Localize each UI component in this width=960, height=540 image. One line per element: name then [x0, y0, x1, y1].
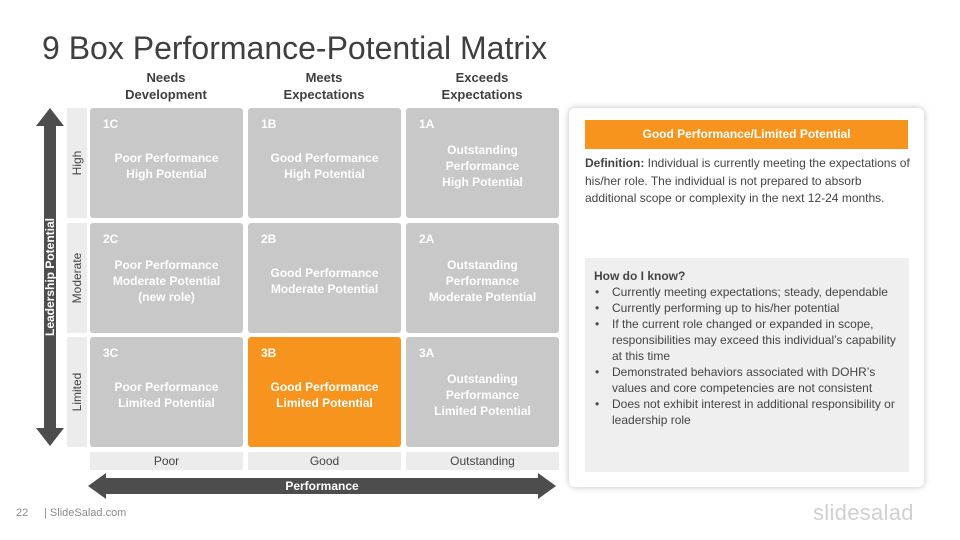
cell-description: Poor Performance Limited Potential — [114, 380, 219, 410]
matrix-cell-2b[interactable]: 2B Good Performance Moderate Potential — [248, 223, 401, 333]
cell-description: Good Performance Moderate Potential — [270, 266, 379, 296]
cell-description: Poor Performance High Potential — [114, 151, 219, 181]
cell-code: 3B — [261, 346, 277, 360]
column-header-line: Meets — [305, 70, 343, 85]
definition-body: Individual is currently meeting the expe… — [585, 156, 910, 205]
cell-code: 2A — [419, 232, 435, 246]
how-do-i-know-title: How do I know? — [594, 269, 686, 283]
performance-arrow-icon — [88, 473, 556, 499]
matrix-cell-2a[interactable]: 2A Outstanding Performance Moderate Pote… — [406, 223, 559, 333]
list-item: If the current role changed or expanded … — [594, 316, 899, 364]
definition-text: Definition: Individual is currently meet… — [585, 155, 911, 208]
column-header-line: Expectations — [283, 87, 365, 102]
how-do-i-know-box: How do I know? Currently meeting expecta… — [585, 258, 909, 472]
footer-site-link[interactable]: | SlideSalad.com — [44, 507, 127, 519]
column-header-line: Development — [125, 87, 207, 102]
column-footer-outstanding: Outstanding — [406, 452, 559, 470]
slidesalad-logo: slidesalad — [813, 500, 914, 525]
cell-code: 2B — [261, 232, 277, 246]
row-label-text: Moderate — [70, 252, 84, 304]
matrix-cell-1b[interactable]: 1B Good Performance High Potential — [248, 108, 401, 218]
list-item: Does not exhibit interest in additional … — [594, 396, 899, 428]
definition-label: Definition: — [585, 156, 645, 170]
row-label-moderate: Moderate — [67, 223, 87, 333]
matrix-cell-2c[interactable]: 2C Poor Performance Moderate Potential (… — [90, 223, 243, 333]
cell-description: Good Performance Limited Potential — [270, 380, 379, 410]
list-item: Demonstrated behaviors associated with D… — [594, 364, 899, 396]
column-footer-poor: Poor — [90, 452, 243, 470]
matrix-cell-1a[interactable]: 1A Outstanding Performance High Potentia… — [406, 108, 559, 218]
row-label-limited: Limited — [67, 337, 87, 447]
list-item: Currently meeting expectations; steady, … — [594, 284, 899, 300]
column-header-line: Needs — [146, 70, 186, 85]
cell-description: Poor Performance Moderate Potential (new… — [112, 258, 221, 304]
matrix-cell-3b[interactable]: 3B Good Performance Limited Potential — [248, 337, 401, 447]
list-item: Currently performing up to his/her poten… — [594, 300, 899, 316]
cell-description: Good Performance High Potential — [270, 151, 379, 181]
cell-code: 1B — [261, 117, 277, 131]
panel-heading: Good Performance/Limited Potential — [585, 120, 908, 149]
row-label-high: High — [67, 108, 87, 218]
cell-code: 2C — [103, 232, 119, 246]
leadership-potential-arrow-icon — [36, 108, 64, 446]
column-header-line: Expectations — [441, 87, 523, 102]
column-header-line: Exceeds — [455, 70, 509, 85]
column-header-exceeds-expectations: Exceeds Expectations — [406, 69, 558, 103]
matrix-cell-3a[interactable]: 3A Outstanding Performance Limited Poten… — [406, 337, 559, 447]
detail-panel: Good Performance/Limited Potential Defin… — [569, 108, 924, 487]
column-header-needs-development: Needs Development — [90, 69, 242, 103]
cell-description: Outstanding Performance Moderate Potenti… — [428, 258, 537, 304]
horizontal-axis-label: Performance — [285, 479, 359, 493]
row-label-text: Limited — [70, 372, 84, 412]
page-number: 22 — [16, 507, 29, 519]
cell-code: 1C — [103, 117, 119, 131]
column-header-meets-expectations: Meets Expectations — [248, 69, 400, 103]
cell-code: 1A — [419, 117, 435, 131]
cell-code: 3A — [419, 346, 435, 360]
criteria-list: Currently meeting expectations; steady, … — [594, 284, 899, 428]
matrix-cell-3c[interactable]: 3C Poor Performance Limited Potential — [90, 337, 243, 447]
cell-description: Outstanding Performance Limited Potentia… — [434, 372, 531, 418]
matrix-cell-1c[interactable]: 1C Poor Performance High Potential — [90, 108, 243, 218]
cell-description: Outstanding Performance High Potential — [442, 143, 523, 189]
column-footer-good: Good — [248, 452, 401, 470]
slide-title: 9 Box Performance-Potential Matrix — [42, 30, 548, 66]
cell-code: 3C — [103, 346, 119, 360]
row-label-text: High — [70, 150, 84, 176]
vertical-axis-text: Leadership Potential — [43, 217, 57, 337]
